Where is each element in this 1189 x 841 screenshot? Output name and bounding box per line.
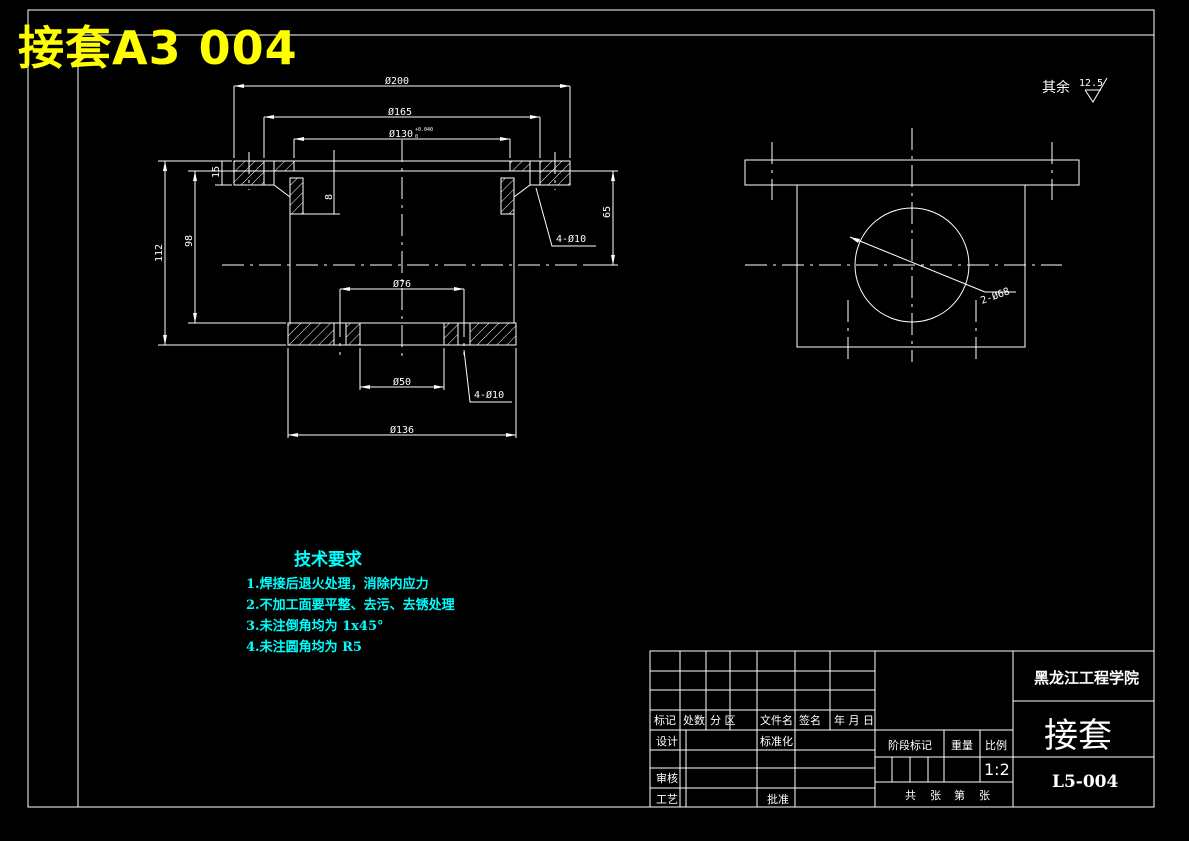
dim-holes-right: 2-Ø68 — [979, 285, 1011, 307]
roughness-value: 12.5 — [1079, 78, 1103, 89]
tb-stage-mark: 阶段标记 — [888, 739, 932, 752]
dim-d130-tol-lower: 0 — [415, 134, 418, 140]
center-lines — [222, 128, 1062, 362]
technical-requirements: 技术要求 1.焊接后退火处理，消除内应力 2.不加工面要平整、去污、去锈处理 3… — [246, 545, 455, 658]
bottom-left-hatch — [287, 322, 335, 346]
tb-drawing-no: L5-004 — [1052, 772, 1119, 792]
tech-item: 1.焊接后退火处理，消除内应力 — [246, 577, 429, 592]
dim-d130: Ø130 — [389, 128, 413, 140]
tech-item: 4.未注圆角均为 R5 — [246, 640, 362, 655]
dim-d136: Ø136 — [390, 424, 414, 436]
tb-scale-label: 比例 — [985, 739, 1007, 752]
tb-sheet-no: 第 — [954, 789, 965, 802]
tb-part-name: 接套 — [1044, 716, 1112, 756]
dimension-lines — [158, 85, 618, 438]
inner-border — [77, 34, 1155, 808]
side-view — [744, 159, 1080, 348]
leader-arrow — [850, 237, 860, 243]
title-block-grid — [649, 650, 1155, 808]
tb-standardization: 标准化 — [760, 735, 793, 748]
bottom-right-mid-hatch — [443, 322, 459, 346]
tech-item: 2.不加工面要平整、去污、去锈处理 — [246, 598, 455, 613]
bottom-left-mid-hatch — [345, 322, 361, 346]
wall-right-hatch — [500, 177, 515, 215]
dim-h112: 112 — [154, 244, 165, 262]
tb-process: 工艺 — [656, 793, 678, 806]
bore-circle — [854, 207, 970, 323]
dim-holes-top: 4-Ø10 — [556, 233, 586, 245]
dim-d50: Ø50 — [393, 376, 411, 388]
tb-header-mark: 标记 — [654, 714, 676, 727]
flange-left-inner-hatch — [273, 160, 295, 172]
flange-right-inner-hatch — [509, 160, 531, 172]
roughness-symbol — [1084, 77, 1108, 103]
dim-h98: 98 — [184, 235, 195, 247]
tb-review: 审核 — [656, 772, 678, 785]
dim-d76: Ø76 — [393, 278, 411, 290]
dim-h65: 65 — [602, 206, 613, 218]
tb-header-count: 处数 — [683, 714, 705, 727]
tb-header-sign: 签名 — [799, 714, 821, 727]
tb-approve: 批准 — [767, 793, 789, 806]
dim-h15: 15 — [211, 166, 222, 178]
tb-sheet-unit2: 张 — [979, 789, 990, 802]
dim-h8: 8 — [324, 194, 335, 200]
bottom-right-hatch — [469, 322, 517, 346]
dim-holes-bottom: 4-Ø10 — [474, 389, 504, 401]
front-section-view — [233, 160, 571, 346]
dim-d130-tol-upper: +0.040 — [415, 127, 433, 133]
tb-header-date: 年 月 日 — [834, 714, 874, 727]
tb-weight: 重量 — [951, 739, 973, 752]
tb-sheets-total: 共 — [905, 789, 916, 802]
roughness-label: 其余 — [1042, 79, 1070, 96]
tb-header-file: 文件名 — [760, 714, 793, 727]
dim-d165: Ø165 — [388, 106, 412, 118]
tech-heading: 技术要求 — [294, 550, 362, 570]
tb-scale: 1:2 — [984, 760, 1010, 779]
tb-sheets-unit: 张 — [930, 789, 941, 802]
tb-header-zone: 分 区 — [710, 714, 736, 727]
tb-school: 黑龙江工程学院 — [1034, 669, 1140, 687]
dimension-arrows — [163, 84, 615, 437]
tech-item: 3.未注倒角均为 1x45° — [246, 619, 384, 634]
tb-design: 设计 — [656, 735, 678, 748]
outer-border — [27, 9, 1155, 808]
overlay-title: 接套A3 004 — [18, 21, 298, 75]
wall-left-hatch — [289, 177, 304, 215]
dim-d200: Ø200 — [385, 75, 409, 87]
